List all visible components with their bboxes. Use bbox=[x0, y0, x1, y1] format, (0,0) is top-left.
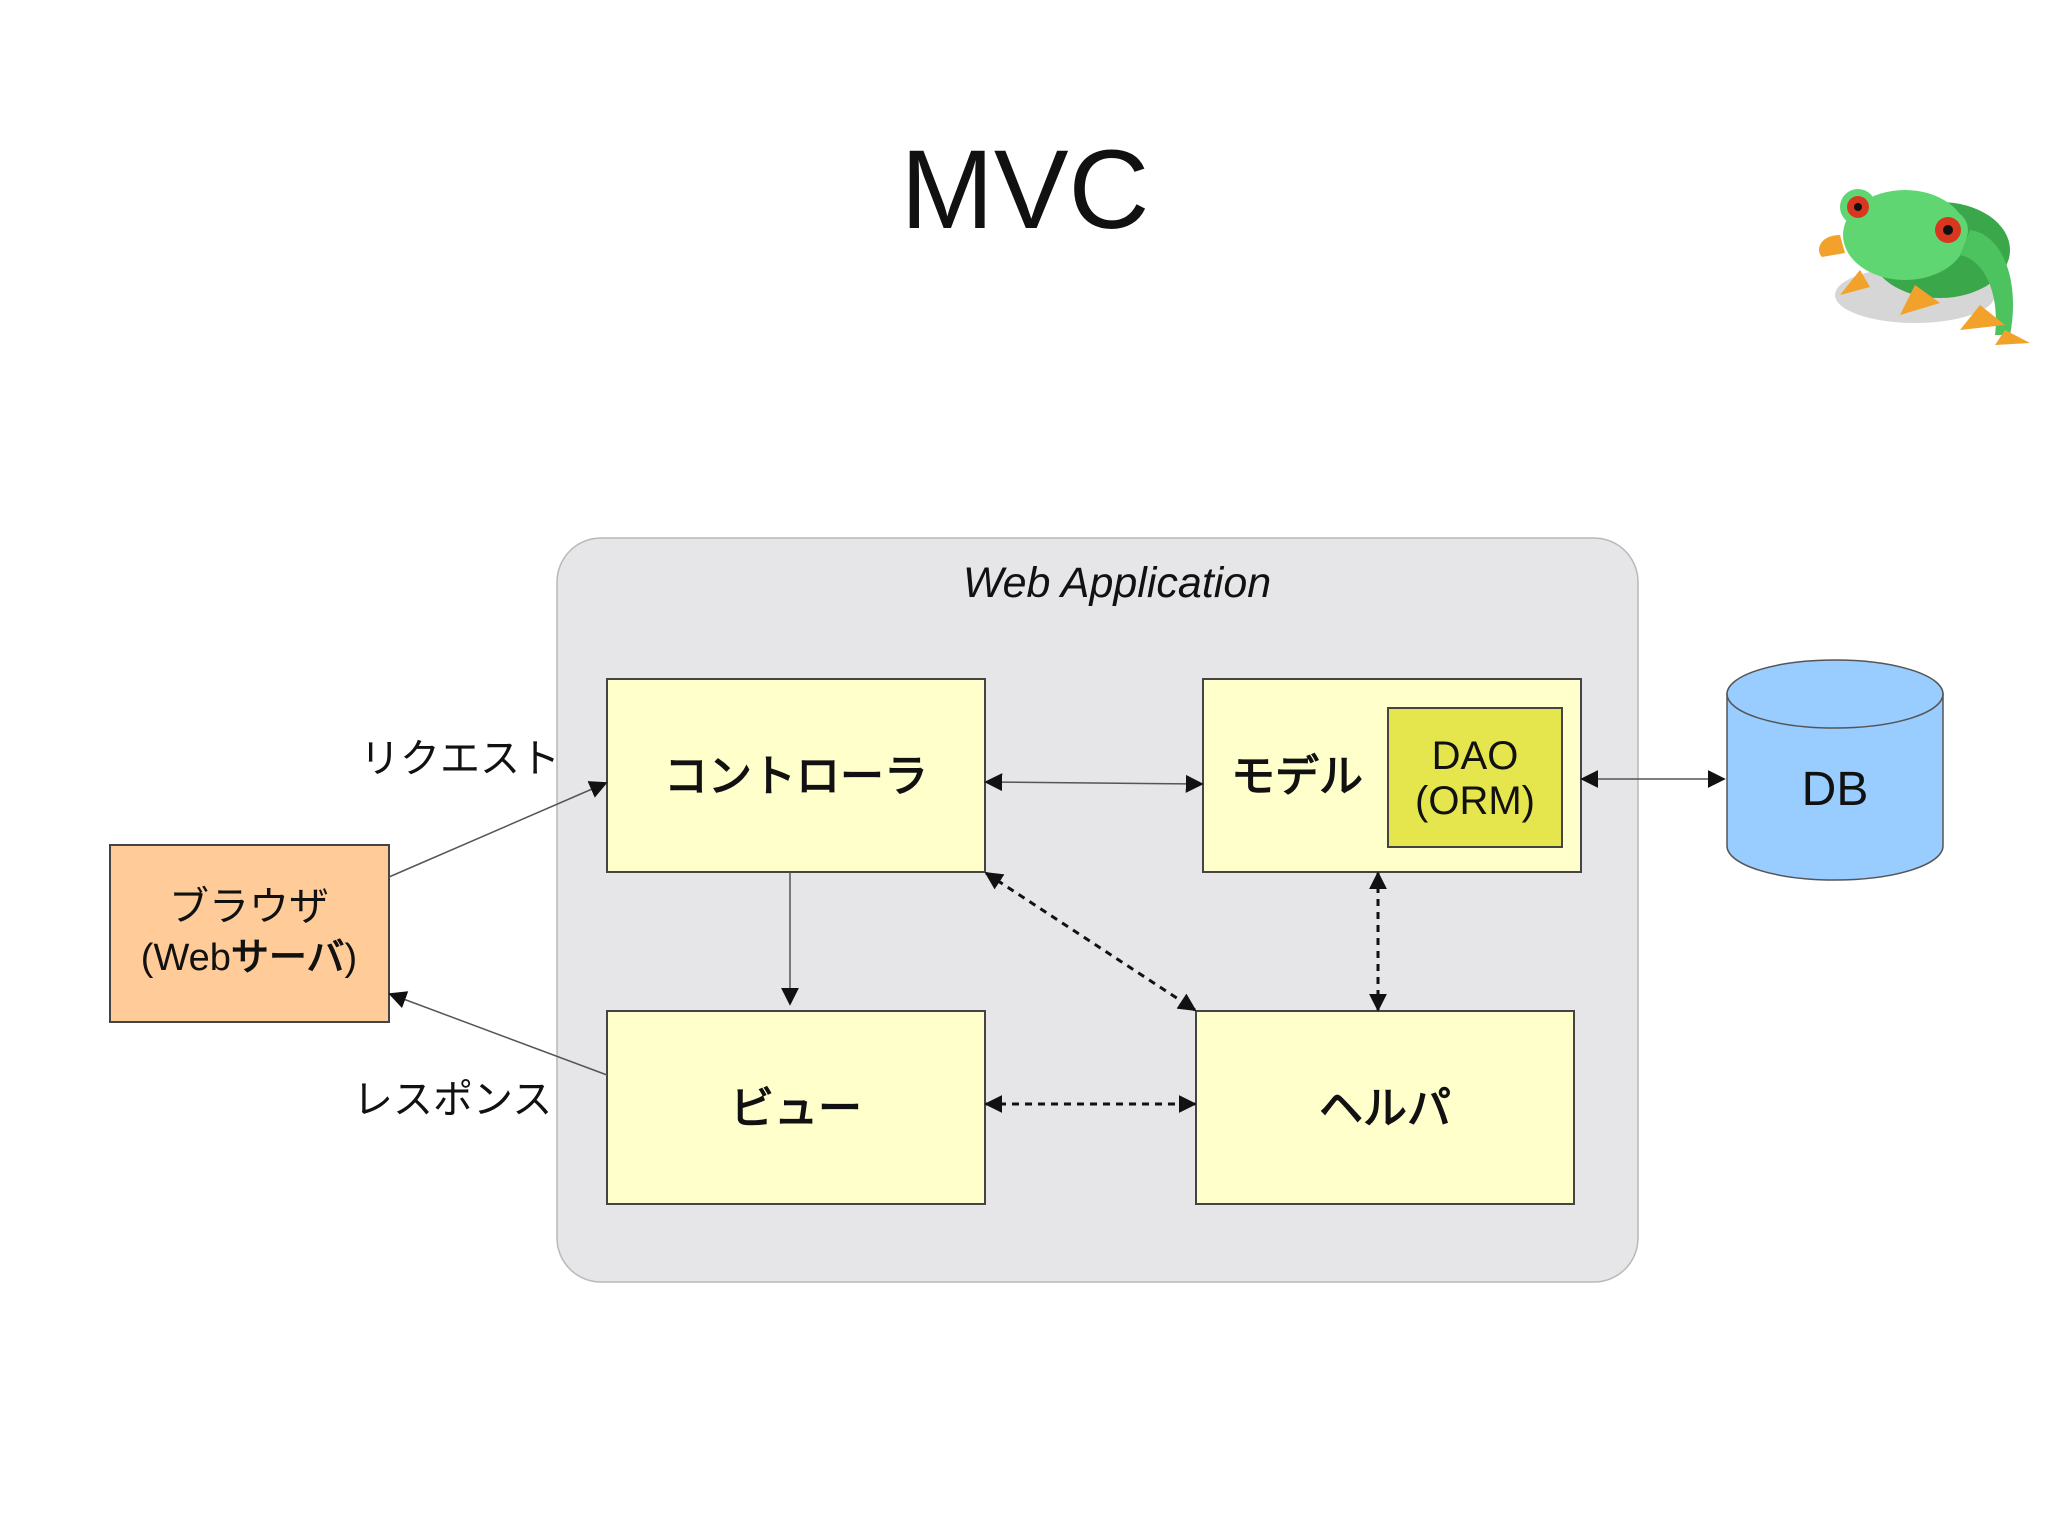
view-box: ビュー bbox=[606, 1010, 986, 1205]
controller-helper-arrow bbox=[984, 871, 1197, 1012]
helper-label: ヘルパ bbox=[1319, 1083, 1451, 1134]
response-arrow bbox=[388, 991, 608, 1076]
tree-frog-icon bbox=[1819, 189, 2030, 345]
request-arrow bbox=[388, 781, 608, 878]
helper-box: ヘルパ bbox=[1195, 1010, 1575, 1205]
controller-box: コントローラ bbox=[606, 678, 986, 873]
orm-label: (ORM) bbox=[1415, 779, 1535, 823]
browser-sublabel-open: (Web bbox=[141, 937, 231, 979]
page-title: MVC bbox=[901, 127, 1150, 252]
db-label: DB bbox=[1802, 763, 1869, 816]
browser-box: ブラウザ (Webサーバ) bbox=[109, 844, 390, 1023]
browser-sublabel: (Webサーバ) bbox=[141, 935, 357, 979]
model-label: モデル bbox=[1231, 751, 1363, 802]
request-label: リクエスト bbox=[360, 736, 560, 782]
browser-sublabel-server: サーバ bbox=[231, 935, 345, 979]
database-cylinder: DB bbox=[1726, 659, 1944, 881]
controller-model-arrow bbox=[984, 773, 1204, 793]
response-label: レスポンス bbox=[353, 1077, 552, 1123]
dao-label: DAO bbox=[1432, 734, 1519, 778]
container-label: Web Application bbox=[963, 559, 1271, 607]
browser-label: ブラウザ bbox=[169, 884, 329, 930]
browser-sublabel-close: ) bbox=[345, 937, 358, 979]
view-label: ビュー bbox=[730, 1083, 862, 1134]
dao-box bbox=[1387, 707, 1563, 848]
controller-label: コントローラ bbox=[664, 751, 928, 802]
model-box: モデル DAO (ORM) bbox=[1202, 678, 1582, 873]
